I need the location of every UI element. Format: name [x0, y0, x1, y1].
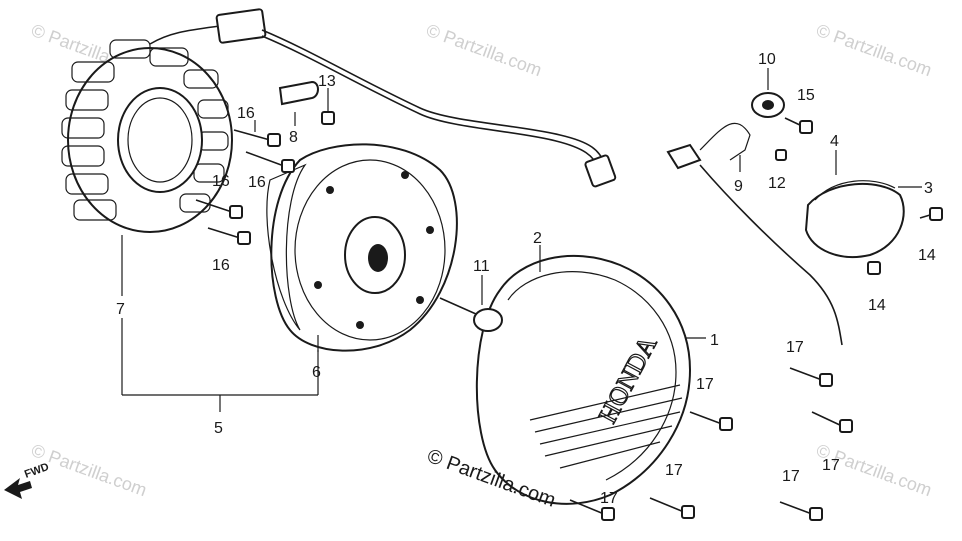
callout-7: 7 — [116, 301, 125, 318]
part-11-sensor — [439, 297, 503, 332]
callout-12: 12 — [768, 175, 786, 192]
callout-16-c: 16 — [212, 173, 230, 190]
bolt-17-b — [719, 417, 733, 431]
callout-3: 3 — [924, 180, 933, 197]
bolt-17-c — [839, 419, 853, 433]
fwd-label: FWD — [23, 461, 51, 481]
callout-17-f: 17 — [782, 468, 800, 485]
callout-6: 6 — [312, 364, 321, 381]
callout-1: 1 — [710, 332, 719, 349]
bolt-15 — [799, 120, 813, 134]
small-parts-right — [666, 92, 943, 346]
callout-13: 13 — [318, 73, 336, 90]
callouts: 1 2 3 4 5 6 7 8 9 10 11 12 13 14 14 15 1… — [116, 51, 936, 507]
part-4-gasket — [814, 180, 896, 201]
flywheel — [266, 143, 458, 352]
bolt-12 — [775, 149, 787, 161]
fwd-arrow-icon — [4, 478, 32, 499]
bolt-17-a — [819, 373, 833, 387]
callout-17-a: 17 — [786, 339, 804, 356]
watermark-2: © Partzilla.com — [424, 20, 545, 80]
callout-8: 8 — [289, 129, 298, 146]
left-crankcase-cover: HONDA — [475, 254, 692, 505]
part-9-pickup — [666, 143, 702, 170]
callout-15: 15 — [797, 87, 815, 104]
part-8-clamp — [278, 80, 319, 106]
callout-10: 10 — [758, 51, 776, 68]
stator-harness — [149, 8, 617, 188]
callout-16-d: 16 — [212, 257, 230, 274]
callout-17-c: 17 — [822, 457, 840, 474]
bolt-14-b — [867, 261, 881, 275]
callout-16-a: 16 — [237, 105, 255, 122]
callout-5: 5 — [214, 420, 223, 437]
callout-2: 2 — [533, 230, 542, 247]
bolt-13 — [321, 111, 335, 125]
callout-16-b: 16 — [248, 174, 266, 191]
bolt-17-e — [681, 505, 695, 519]
callout-4: 4 — [830, 133, 839, 150]
bolt-17-f — [809, 507, 823, 521]
callout-14-b: 14 — [868, 297, 886, 314]
watermark-3: © Partzilla.com — [814, 20, 935, 80]
callout-17-b: 17 — [696, 376, 714, 393]
bolt-17-d — [601, 507, 615, 521]
callout-11: 11 — [473, 258, 490, 275]
bolt-16-c — [229, 205, 243, 219]
callout-14-a: 14 — [918, 247, 936, 264]
bolts-17 — [569, 367, 853, 521]
callout-9: 9 — [734, 178, 743, 195]
harness-plug — [584, 154, 617, 188]
callout-17-d: 17 — [600, 490, 618, 507]
bolt-14-a — [929, 207, 943, 221]
stator — [61, 39, 233, 233]
fwd-indicator: FWD — [4, 461, 51, 499]
bolt-16-a — [267, 133, 281, 147]
small-parts-left — [195, 80, 335, 245]
part-3-cover — [804, 182, 905, 259]
bolt-16-b — [281, 159, 295, 173]
bolt-16-d — [237, 231, 251, 245]
harness-connector — [215, 8, 267, 44]
callout-17-e: 17 — [665, 462, 683, 479]
leader-lines — [121, 68, 922, 412]
